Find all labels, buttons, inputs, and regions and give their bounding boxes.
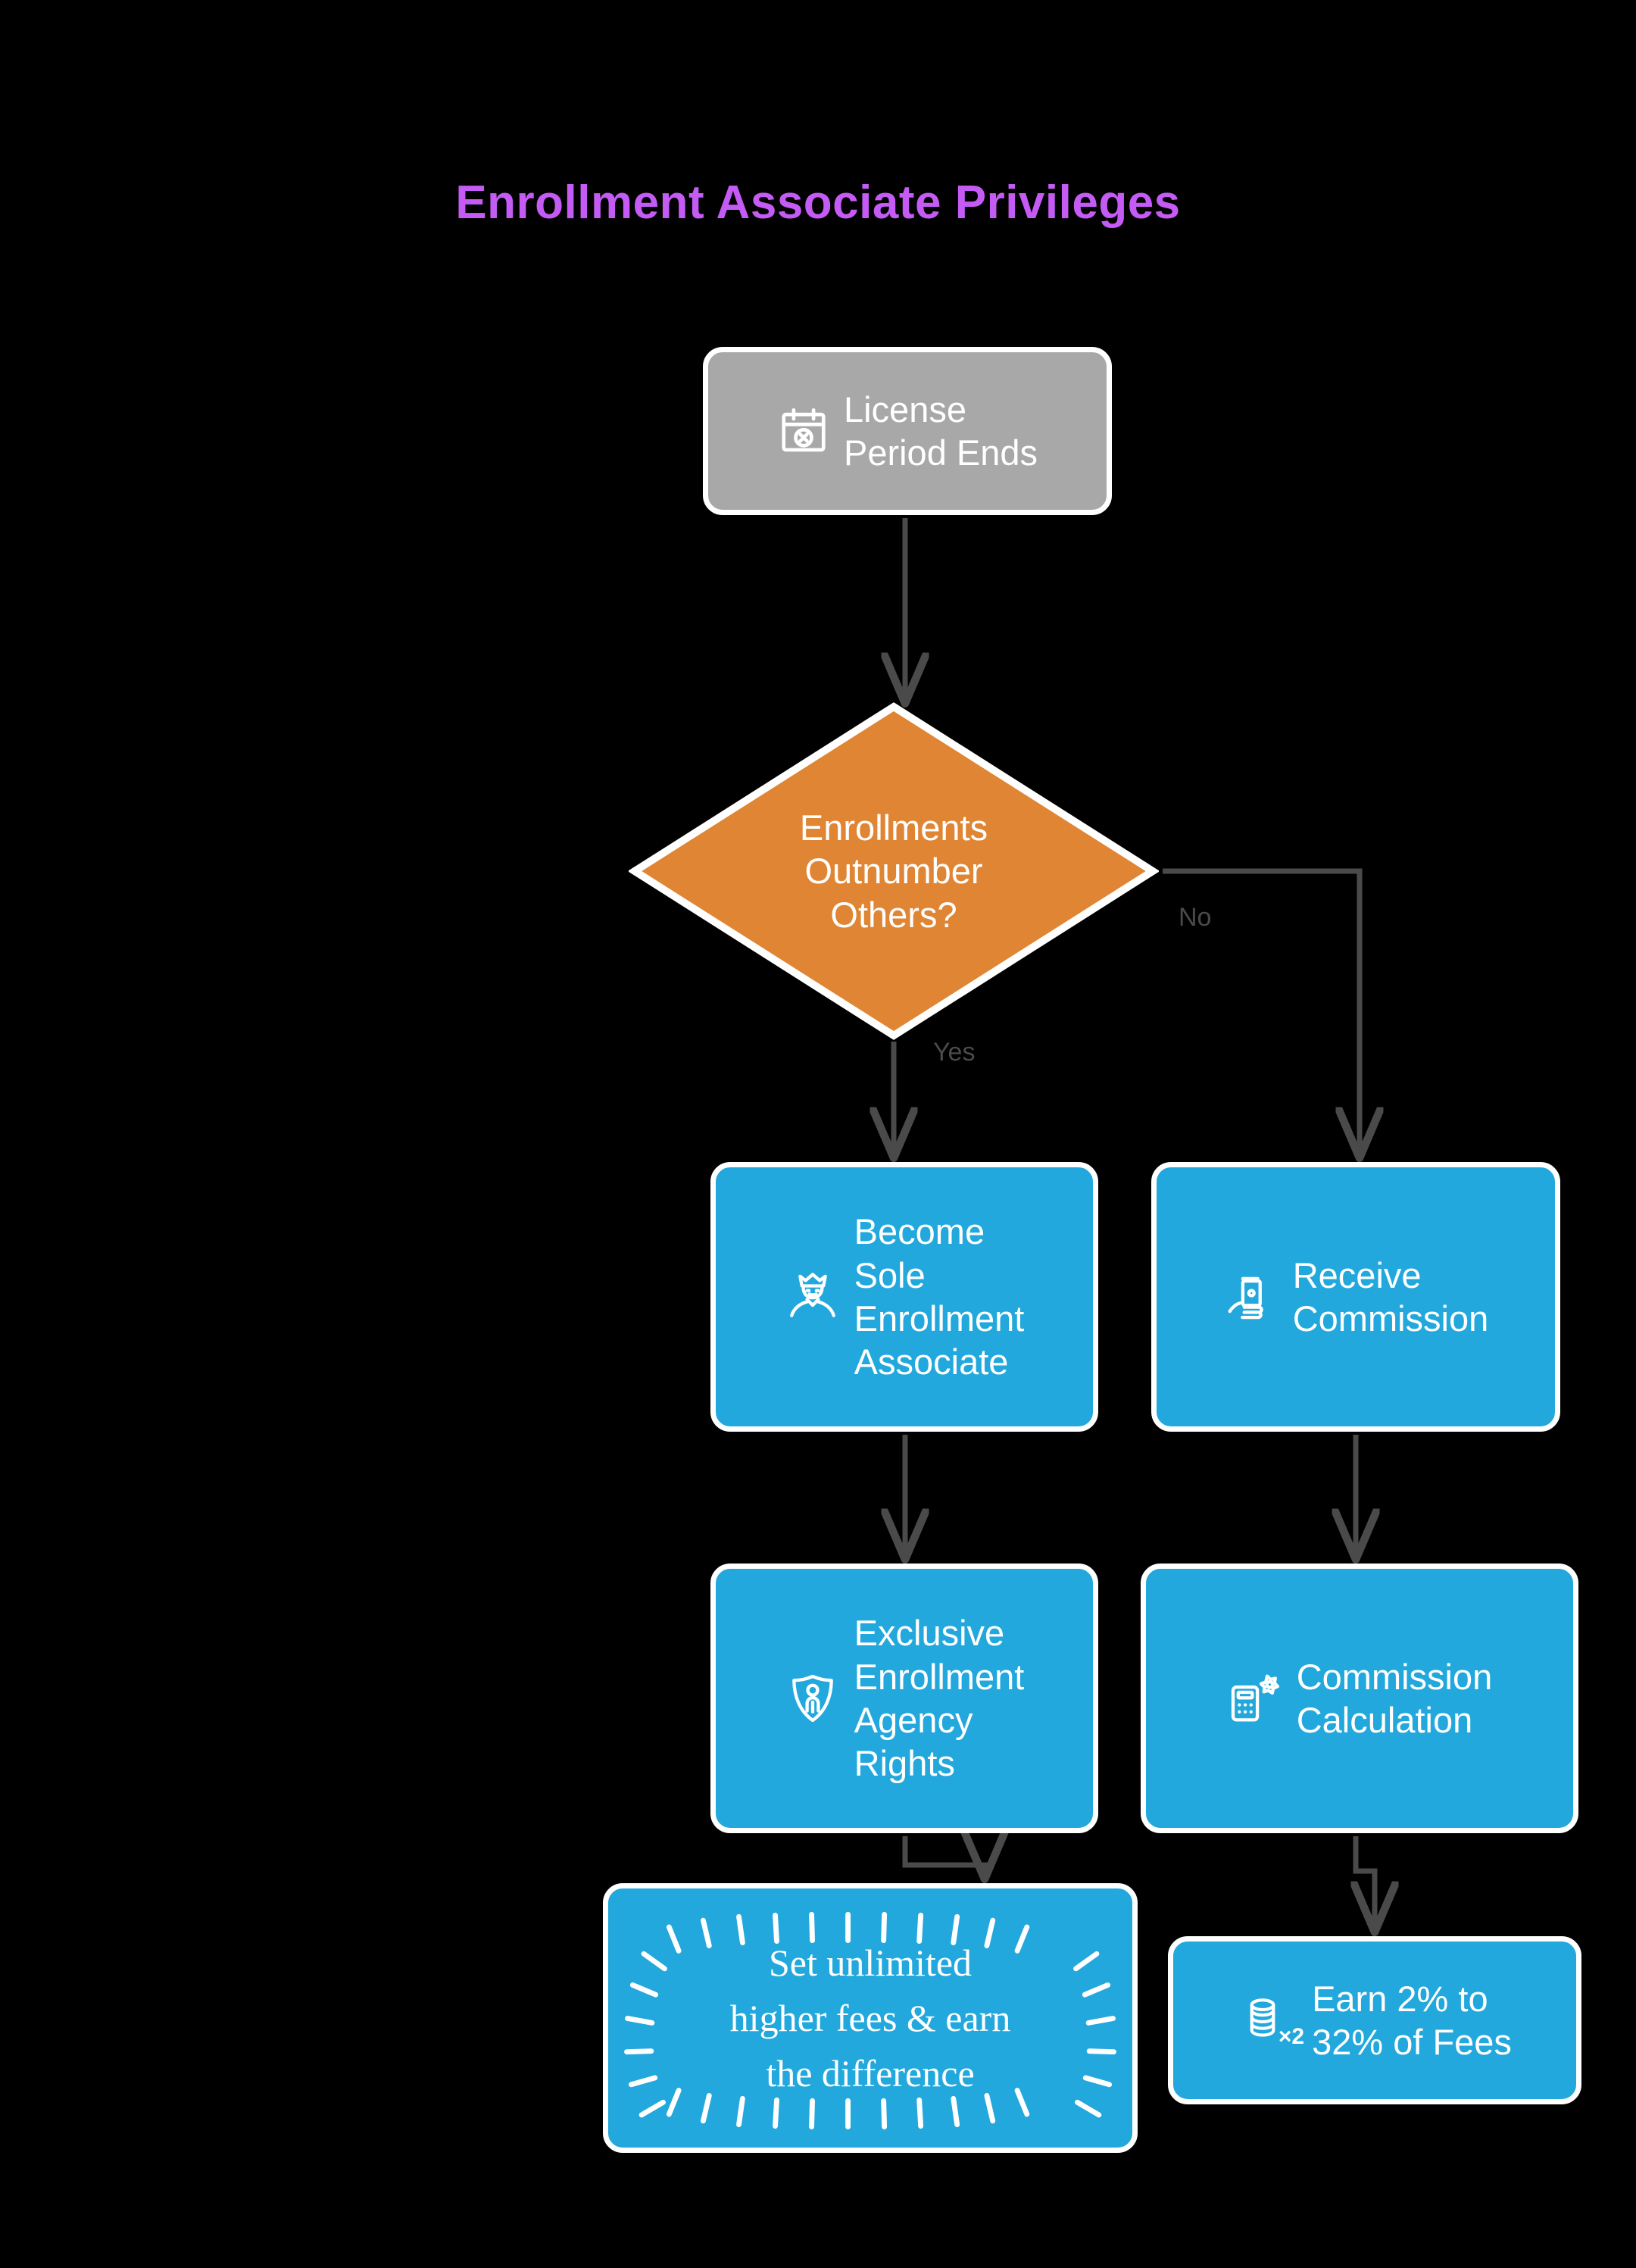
calendar-x-icon — [782, 408, 826, 452]
node-commission-calculation[interactable]: Commission Calculation — [1141, 1564, 1578, 1833]
node-label-line: Agency — [854, 1700, 973, 1740]
node-label-line: higher fees & earn — [729, 1996, 1011, 2039]
edge-rights-unlimited — [902, 1836, 985, 1877]
node-earn-percent-of-fees[interactable]: ×2 Earn 2% to 32% of Fees — [1168, 1936, 1581, 2104]
coin-stack-icon — [1250, 1998, 1275, 2037]
node-label-line: Commission — [1292, 1298, 1489, 1339]
node-receive-commission[interactable]: Receive Commission — [1151, 1162, 1560, 1432]
calculator-gear-icon — [1231, 1674, 1279, 1722]
multiplier-badge: ×2 — [1278, 2024, 1305, 2049]
node-label-line: Become — [854, 1211, 985, 1252]
node-label-line: Sole — [854, 1254, 926, 1295]
node-label-line: Outnumber — [804, 851, 983, 892]
node-label-line: Receive — [1292, 1254, 1422, 1295]
king-person-icon — [789, 1273, 835, 1317]
node-label-line: 32% of Fees — [1312, 2022, 1512, 2062]
node-become-sole-enrollment-associate[interactable]: Become Sole Enrollment Associate — [710, 1162, 1098, 1432]
node-label-line: Associate — [854, 1342, 1009, 1382]
node-label-line: the difference — [766, 2051, 975, 2095]
node-decision-enrollments-outnumber[interactable]: Enrollments Outnumber Others? — [629, 701, 1159, 1042]
node-label-line: Exclusive — [854, 1613, 1005, 1654]
node-exclusive-enrollment-agency-rights[interactable]: Exclusive Enrollment Agency Rights — [710, 1564, 1098, 1833]
node-label-line: Enrollments — [799, 808, 988, 848]
node-label-line: Enrollment — [854, 1298, 1025, 1339]
node-label-line: Set unlimited — [768, 1941, 973, 1984]
hand-money-icon — [1228, 1276, 1263, 1320]
node-label-line: Enrollment — [854, 1656, 1025, 1697]
diamond-shape — [629, 702, 1159, 1040]
node-label-line: License — [843, 389, 966, 430]
node-license-period-ends[interactable]: License Period Ends — [703, 347, 1112, 515]
node-label-line: Calculation — [1296, 1700, 1473, 1740]
node-label-line: Earn 2% to — [1312, 1978, 1488, 2019]
page-title: Enrollment Associate Privileges — [455, 177, 1181, 229]
edge-label-no: No — [1179, 903, 1212, 932]
edge-label-yes: Yes — [933, 1038, 976, 1067]
edge-decision-receive — [1163, 868, 1360, 1156]
node-label-line: Period Ends — [843, 433, 1038, 473]
node-label-line: Commission — [1296, 1656, 1493, 1697]
node-set-unlimited-higher-fees[interactable]: Set unlimited higher fees & earn the dif… — [603, 1883, 1138, 2153]
node-label-line: Rights — [854, 1743, 955, 1784]
shield-person-icon — [791, 1674, 833, 1723]
node-label-line: Others? — [830, 894, 957, 935]
edge-calc-earn — [1356, 1836, 1375, 1930]
